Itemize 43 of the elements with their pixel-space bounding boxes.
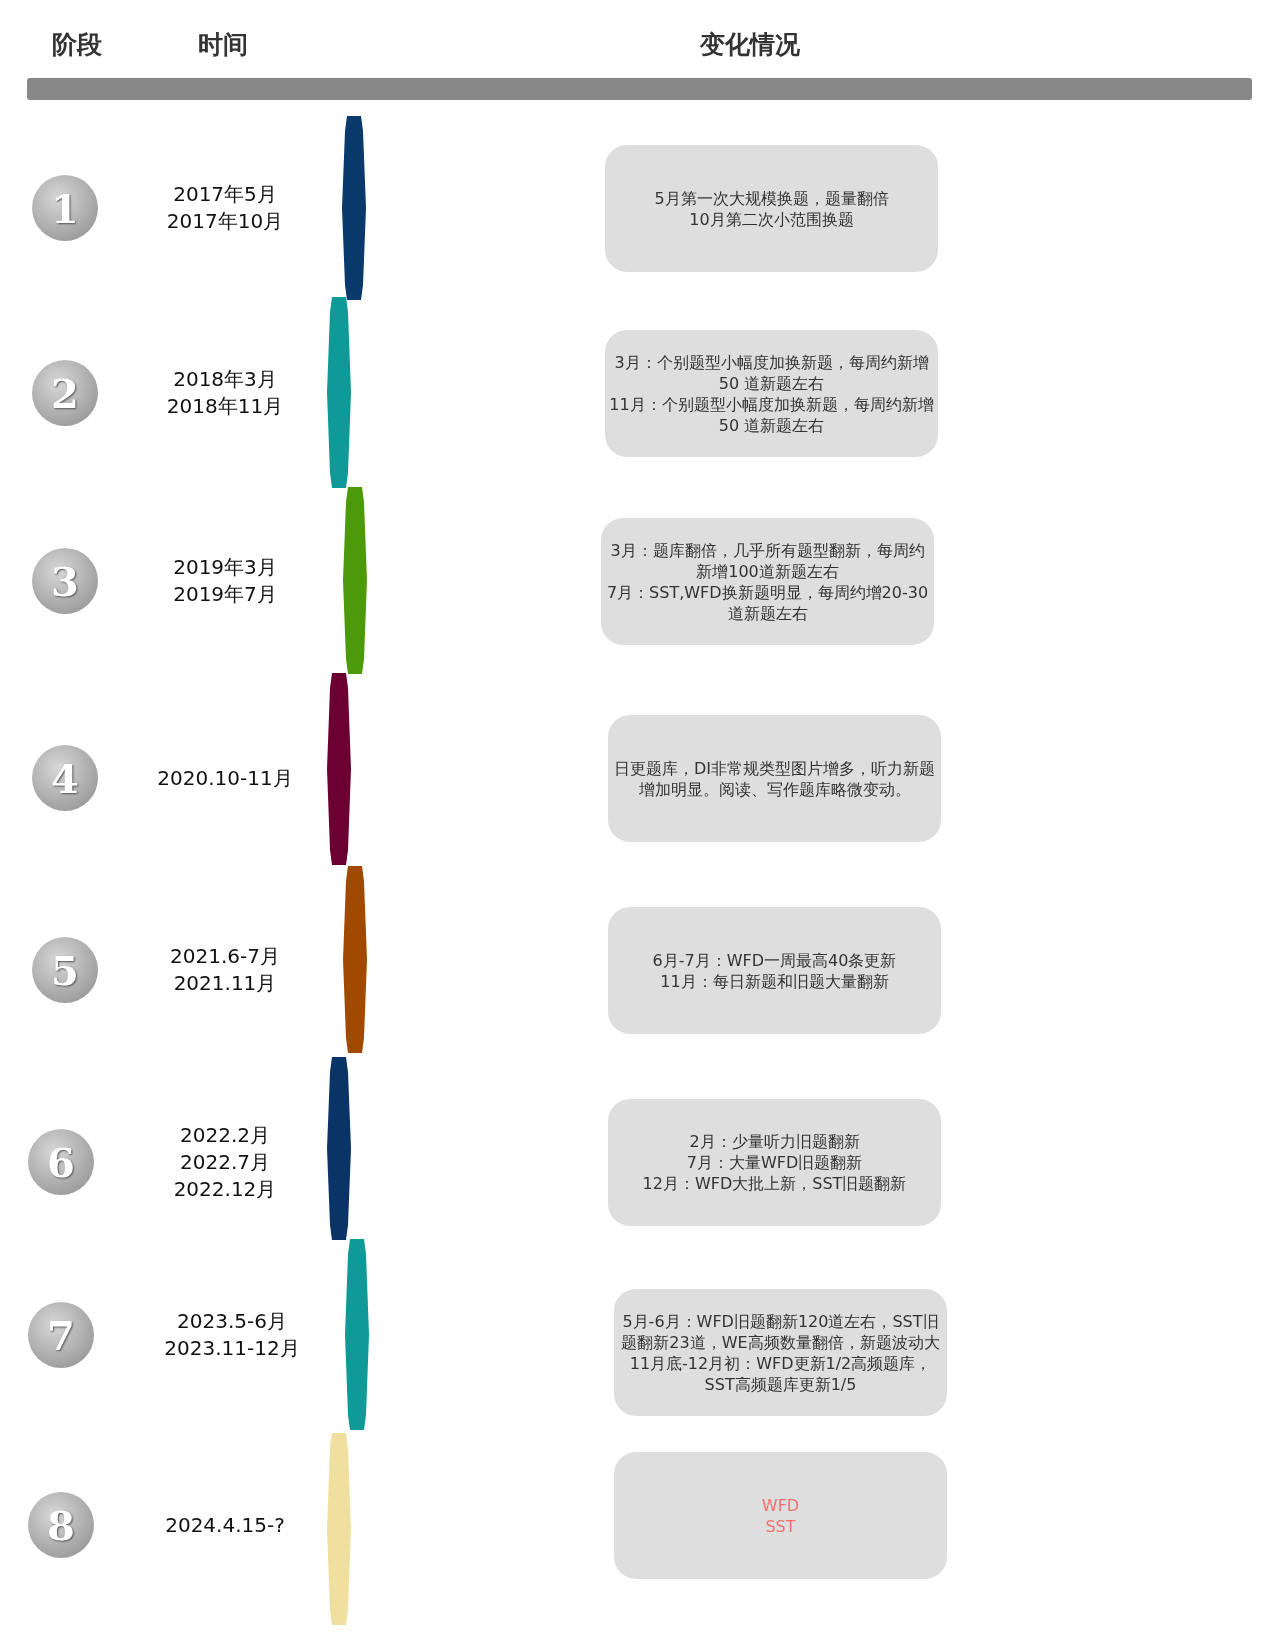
step-number: 6 <box>47 1138 75 1186</box>
date-text: 2024.4.15-? <box>164 1511 286 1539</box>
description-text: 2月：少量听力旧题翻新 <box>689 1131 860 1152</box>
date-text: 2017年5月 2017年10月 <box>165 181 285 235</box>
description-text: 3月：题库翻倍，几乎所有题型翻新，每周约新增100道新题左右 <box>609 539 926 582</box>
column-header: 时间 <box>198 29 248 61</box>
description-text: 日更题库，DI非常规类型图片增多，听力新题增加明显。阅读、写作题库略微变动。 <box>612 757 936 800</box>
step-number: 4 <box>51 754 79 802</box>
date-text: 2023.5-6月 2023.11-12月 <box>163 1308 301 1362</box>
date-text: 2019年3月 2019年7月 <box>172 554 278 608</box>
description-box <box>605 330 938 457</box>
description-text: 11月：个别题型小幅度加换新题，每周约新增50 道新题左右 <box>608 393 935 436</box>
description-box <box>608 907 941 1034</box>
description-box <box>614 1452 947 1579</box>
step-number: 2 <box>51 369 79 417</box>
date-text: 2018年3月 2018年11月 <box>165 366 285 420</box>
column-header: 变化情况 <box>700 29 800 61</box>
date-text: 2022.2月 2022.7月 2022.12月 <box>172 1121 278 1203</box>
description-box <box>614 1289 947 1416</box>
column-header: 阶段 <box>52 29 102 61</box>
description-box <box>601 518 934 645</box>
description-text: 7月：SST,WFD换新题明显，每周约增20-30道新题左右 <box>605 581 930 624</box>
description-text: 6月-7月：WFD一周最高40条更新 <box>652 949 897 971</box>
step-number: 1 <box>51 184 79 232</box>
description-text: 11月：每日新题和旧题大量翻新 <box>660 970 889 992</box>
step-number: 3 <box>51 557 79 605</box>
description-text: 7月：大量WFD旧题翻新 <box>686 1152 863 1173</box>
date-text: 2020.10-11月 <box>156 764 294 792</box>
description-text: 11月底-12月初：WFD更新1/2高频题库，SST高频题库更新1/5 <box>628 1352 933 1395</box>
description-text: 12月：WFD大批上新，SST旧题翻新 <box>642 1173 907 1194</box>
description-text: WFD <box>761 1494 800 1516</box>
step-number: 7 <box>47 1311 75 1359</box>
description-text: 3月：个别题型小幅度加换新题，每周约新增50 道新题左右 <box>613 351 930 394</box>
step-number: 8 <box>47 1501 75 1549</box>
description-text: 5月第一次大规模换题，题量翻倍 <box>654 187 889 209</box>
description-text: 10月第二次小范围换题 <box>689 208 854 230</box>
step-number: 5 <box>51 946 79 994</box>
date-text: 2021.6-7月 2021.11月 <box>169 943 281 997</box>
description-box <box>608 1099 941 1226</box>
description-box <box>608 715 941 842</box>
description-box <box>605 145 938 272</box>
description-text: SST <box>765 1515 796 1537</box>
description-text: 5月-6月：WFD旧题翻新120道左右，SST旧题翻新23道，WE高频数量翻倍，新题波动大 <box>620 1310 941 1353</box>
